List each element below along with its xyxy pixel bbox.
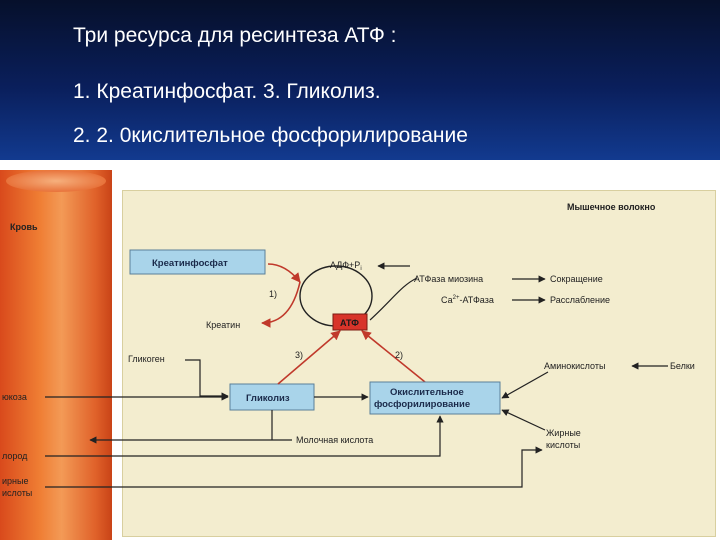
oxygen-arrow xyxy=(45,415,444,457)
fatty-acids-label-2: кислоты xyxy=(546,440,580,450)
blood-fatty-acids-label-2: ислоты xyxy=(2,488,32,498)
slide-header: Три ресурса для ресинтеза АТФ : 1. Креат… xyxy=(0,0,720,160)
ca-atpase-label: Са2+-АТФаза xyxy=(441,295,494,305)
muscle-fiber-panel xyxy=(122,190,716,537)
creatine-phosphate-label: Креатинфосфат xyxy=(152,258,228,269)
oxygen-label: лород xyxy=(2,451,28,461)
oxphos-atp-arrow xyxy=(361,330,426,383)
step-3-label: 3) xyxy=(295,350,303,360)
glycogen-label: Гликоген xyxy=(128,354,165,364)
slide-title: Три ресурса для ресинтеза АТФ : xyxy=(73,24,397,47)
creatine-label: Креатин xyxy=(206,320,240,330)
oxphos-label-2: фосфорилирование xyxy=(374,399,470,410)
atp-resynthesis-diagram: Кровь юкоза лород ирные ислоты Мышечное … xyxy=(0,160,720,540)
blood-fatty-acids-label-1: ирные xyxy=(2,476,28,486)
slide-item-1: 1. Креатинфосфат. 3. Гликолиз. xyxy=(73,80,381,103)
blood-fatty-acids-arrow xyxy=(45,446,543,488)
amino-acids-arrow xyxy=(501,371,549,399)
diagram-svg: Кровь юкоза лород ирные ислоты Мышечное … xyxy=(2,202,695,498)
glycolysis-label: Гликолиз xyxy=(246,393,290,404)
atpase-curve xyxy=(369,277,418,321)
relaxation-label: Расслабление xyxy=(550,295,610,305)
step-1-label: 1) xyxy=(269,289,277,299)
amino-acids-label: Аминокислоты xyxy=(544,361,605,371)
fatty-acids-label-1: Жирные xyxy=(546,428,581,438)
blood-vessel xyxy=(0,170,112,540)
fatty-acids-arrow xyxy=(501,409,546,431)
step-2-label: 2) xyxy=(395,350,403,360)
creatine-phosphate-box xyxy=(129,249,266,275)
adp-label: АДФ+Рi xyxy=(330,260,362,272)
blood-vessel-opening xyxy=(6,170,106,192)
blood-label: Кровь xyxy=(10,222,38,232)
oxphos-box xyxy=(369,381,501,415)
oxphos-label-1: Окислительное xyxy=(390,387,464,398)
lactic-acid-label: Молочная кислота xyxy=(296,435,373,445)
proteins-label: Белки xyxy=(670,361,695,371)
glycogen-arrow xyxy=(185,359,229,400)
cycle-arrow-creatine xyxy=(261,281,301,328)
cycle-arrow-cp xyxy=(267,263,301,283)
atp-box xyxy=(332,313,368,331)
atpase-myosin-label: АТФаза миозина xyxy=(414,274,483,284)
contraction-label: Сокращение xyxy=(550,274,603,284)
muscle-fiber-title: Мышечное волокно xyxy=(567,202,656,212)
atp-label: АТФ xyxy=(340,318,359,328)
glucose-blood-label: юкоза xyxy=(2,392,27,402)
glycolysis-atp-arrow xyxy=(277,330,341,385)
slide-item-2: 2. 2. 0кислительное фосфорилирование xyxy=(73,124,468,147)
